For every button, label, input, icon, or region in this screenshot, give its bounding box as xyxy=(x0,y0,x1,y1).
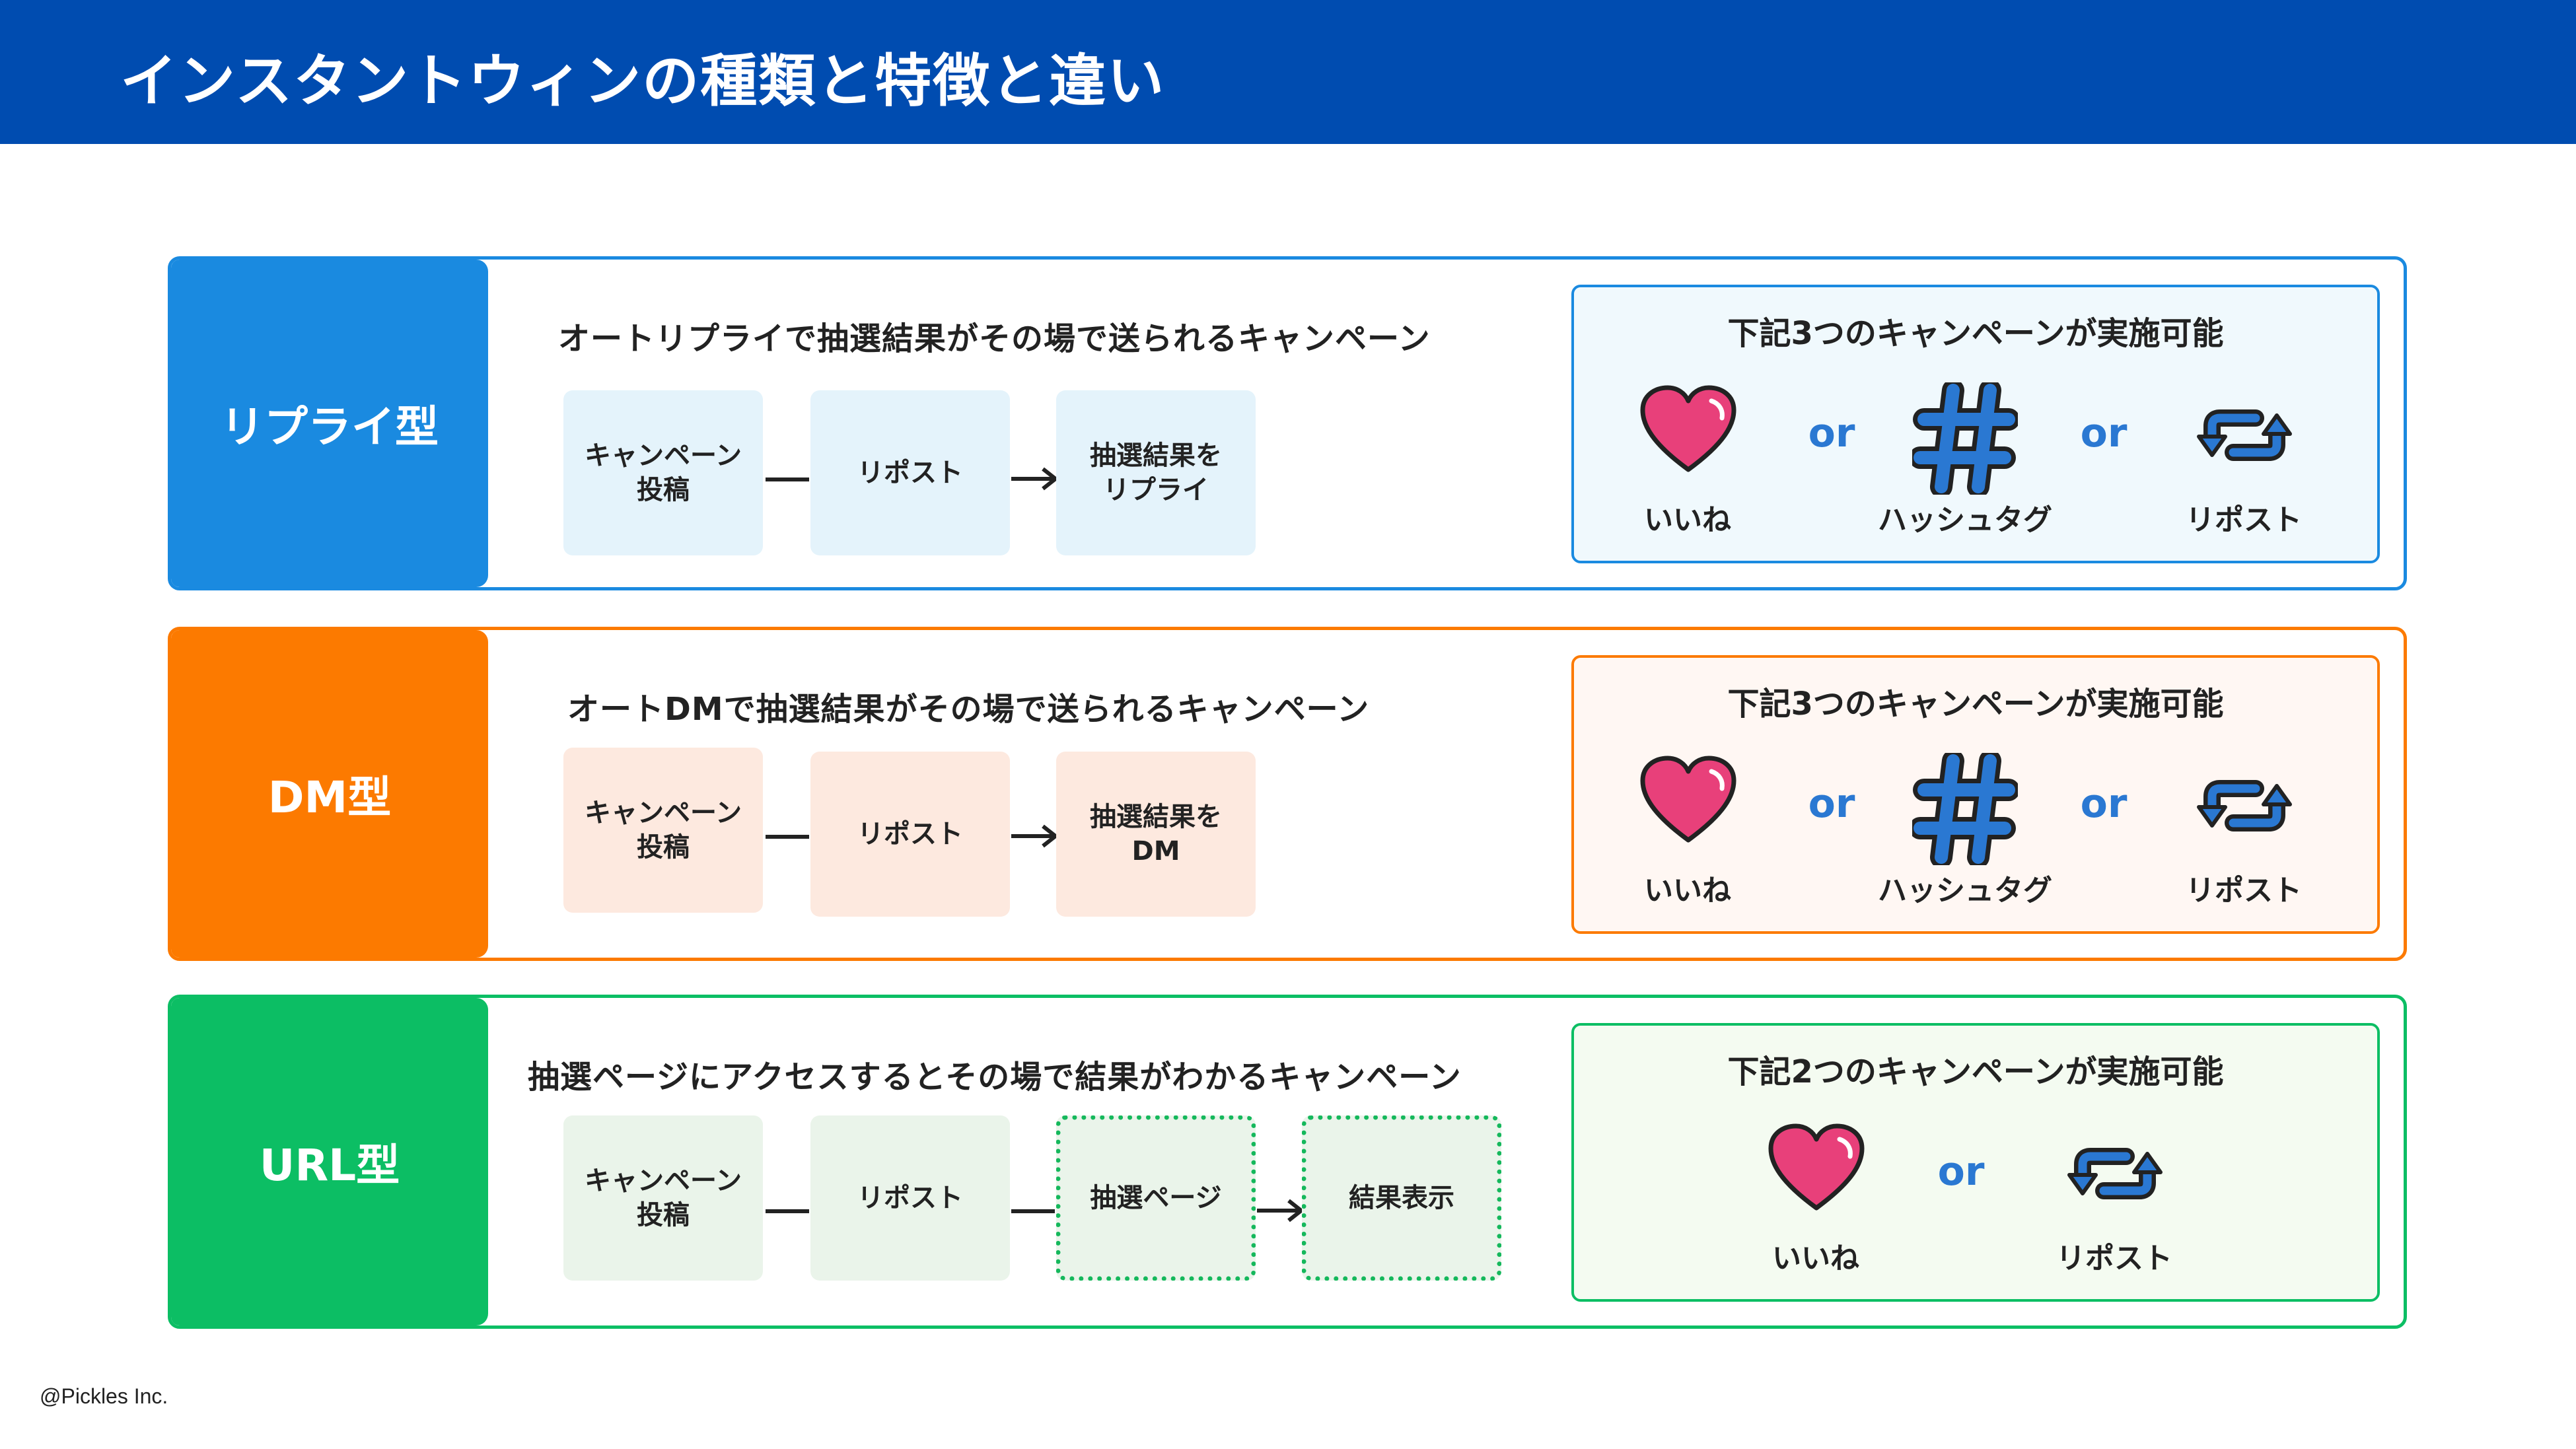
step-result-reply: 抽選結果を リプライ xyxy=(1056,390,1256,555)
arrow-right-icon xyxy=(1011,824,1059,848)
row-description: 抽選ページにアクセスするとその場で結果がわかるキャンペーン xyxy=(528,1059,1462,1096)
connector-line xyxy=(766,835,809,839)
or-separator: or xyxy=(2080,781,2128,827)
connector-line xyxy=(766,477,809,481)
repost-icon xyxy=(2197,780,2292,831)
or-separator: or xyxy=(1808,410,1855,456)
row-description: オートリプライで抽選結果がその場で送られるキャンペーン xyxy=(558,320,1431,357)
connector-line xyxy=(766,1209,809,1213)
or-separator: or xyxy=(1937,1149,1985,1195)
step-repost: リポスト xyxy=(810,390,1010,555)
options-title: 下記3つのキャンペーンが実施可能 xyxy=(1727,686,2224,723)
step-result-dm: 抽選結果を DM xyxy=(1056,752,1256,917)
repost-icon xyxy=(2197,409,2292,461)
arrow-right-icon xyxy=(1257,1199,1305,1222)
step-repost: リポスト xyxy=(810,1115,1010,1281)
options-title: 下記2つのキャンペーンが実施可能 xyxy=(1727,1053,2224,1090)
option-label: リポスト xyxy=(2186,874,2302,907)
hashtag-icon xyxy=(1912,753,2018,865)
option-label: ハッシュタグ xyxy=(1878,874,2052,907)
row-reply: リプライ型 オートリプライで抽選結果がその場で送られるキャンペーン キャンペーン… xyxy=(168,256,2407,590)
step-lottery-page: 抽選ページ xyxy=(1056,1115,1256,1281)
step-post: キャンペーン 投稿 xyxy=(563,748,763,913)
hashtag-icon xyxy=(1912,382,2018,495)
option-label: いいね xyxy=(1644,874,1731,907)
copyright: @Pickles Inc. xyxy=(40,1384,168,1408)
heart-icon xyxy=(1640,756,1736,843)
connector-line xyxy=(1011,1209,1055,1213)
options-panel: 下記3つのキャンペーンが実施可能 いいね or ハッシュタグ or xyxy=(1571,285,2380,563)
header-bar: インスタントウィンの種類と特徴と違い xyxy=(0,0,2576,144)
repost-icon xyxy=(2067,1148,2163,1199)
row-label: URL型 xyxy=(171,998,488,1325)
options-title: 下記3つのキャンペーンが実施可能 xyxy=(1727,315,2224,352)
option-label: リポスト xyxy=(2056,1242,2172,1275)
option-label: ハッシュタグ xyxy=(1878,503,2052,537)
row-label: DM型 xyxy=(171,630,488,958)
or-separator: or xyxy=(2080,410,2128,456)
step-post: キャンペーン 投稿 xyxy=(563,1115,763,1281)
options-panel: 下記3つのキャンペーンが実施可能 いいね or ハッシュタグ or xyxy=(1571,655,2380,934)
row-dm: DM型 オートDMで抽選結果がその場で送られるキャンペーン キャンペーン 投稿 … xyxy=(168,627,2407,961)
options-panel: 下記2つのキャンペーンが実施可能 いいね or リポスト xyxy=(1571,1023,2380,1302)
page-title: インスタントウィンの種類と特徴と違い xyxy=(120,48,1166,114)
step-post: キャンペーン 投稿 xyxy=(563,390,763,555)
or-separator: or xyxy=(1808,781,1855,827)
row-description: オートDMで抽選結果がその場で送られるキャンペーン xyxy=(567,691,1370,728)
row-url: URL型 抽選ページにアクセスするとその場で結果がわかるキャンペーン キャンペー… xyxy=(168,995,2407,1329)
row-label: リプライ型 xyxy=(171,260,488,587)
heart-icon xyxy=(1768,1123,1865,1211)
option-label: いいね xyxy=(1644,503,1731,537)
arrow-right-icon xyxy=(1011,467,1059,491)
option-label: いいね xyxy=(1772,1242,1859,1275)
step-result-display: 結果表示 xyxy=(1302,1115,1501,1281)
step-repost: リポスト xyxy=(810,752,1010,917)
option-label: リポスト xyxy=(2186,503,2302,537)
heart-icon xyxy=(1640,385,1736,472)
